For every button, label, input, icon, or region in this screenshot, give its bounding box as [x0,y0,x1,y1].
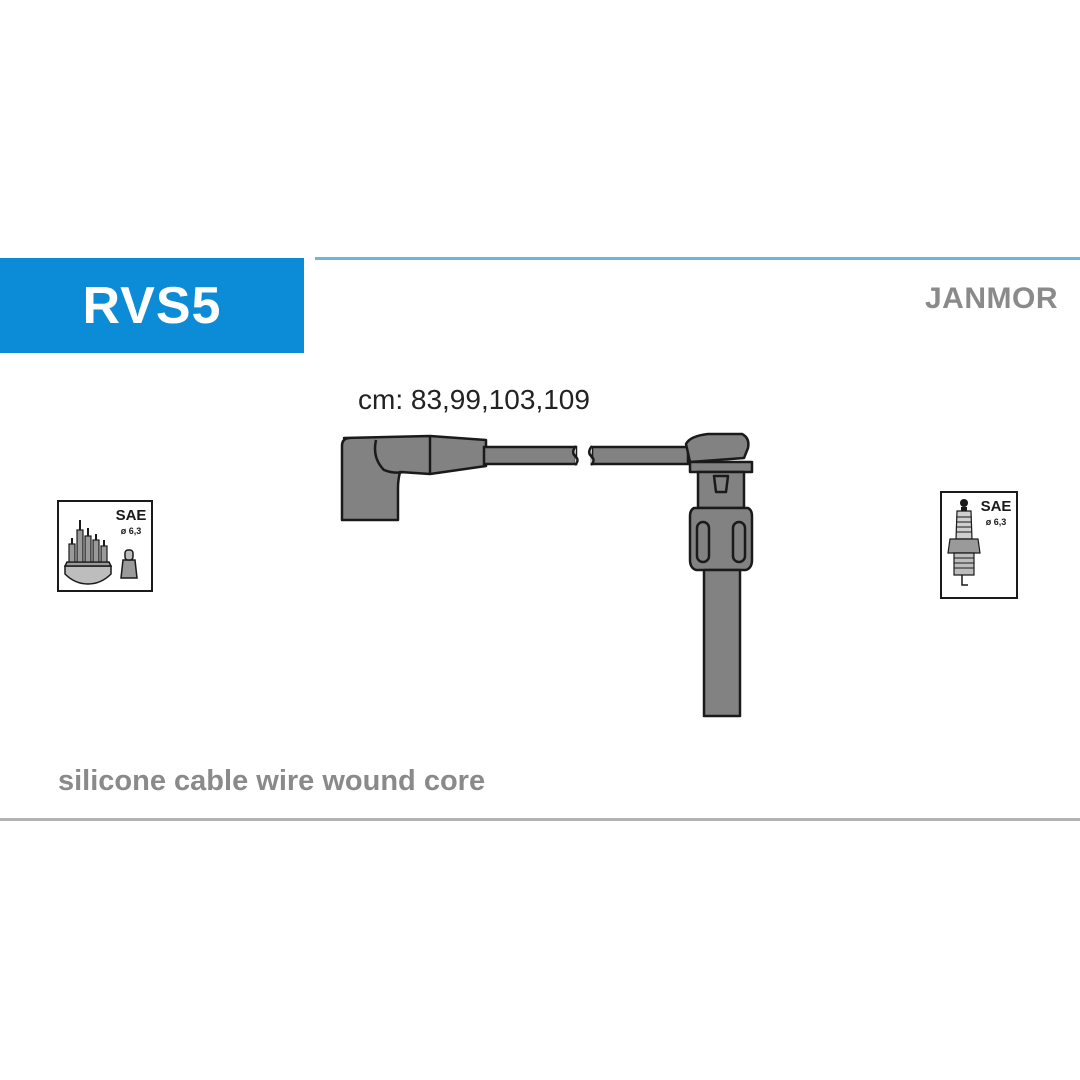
spark-plug-diameter: ø 6,3 [986,517,1007,527]
distributor-diameter: ø 6,3 [121,526,142,536]
spark-plug-standard: SAE [981,498,1012,515]
footer-rule [0,818,1080,821]
cable-material: silicone cable wire wound core [58,765,486,797]
part-number: RVS5 [82,276,222,335]
spark-plug-icon: SAE ø 6,3 [940,491,1018,599]
header-rule [315,257,1080,260]
distributor-standard: SAE [116,507,147,524]
part-number-badge: RVS5 [0,258,304,353]
distributor-cap-icon: SAE ø 6,3 [57,500,153,592]
distributor-icon-box: SAE ø 6,3 [57,500,153,592]
spark-plug-icon-box: SAE ø 6,3 [940,491,1018,599]
distributor-boot [340,434,488,522]
cable-segment-left [482,445,579,466]
brand-name: JANMOR [924,282,1058,315]
spark-plug-boot [684,432,754,718]
cable-lengths: cm: 83,99,103,109 [358,384,590,415]
cable-segment-right [588,445,690,466]
